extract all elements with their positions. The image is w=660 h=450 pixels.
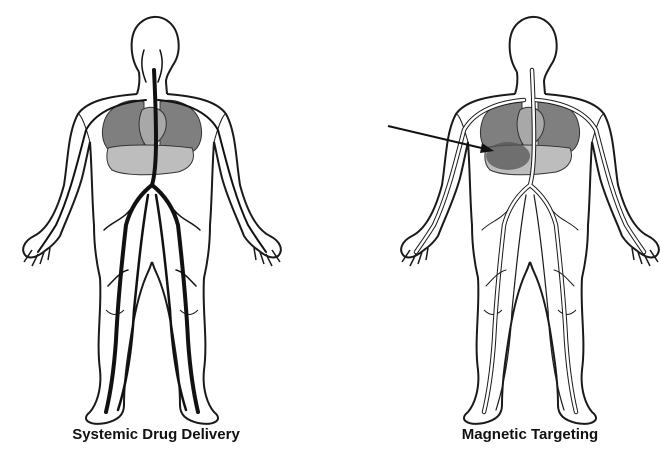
systemic-vessels [38, 50, 266, 412]
caption-systemic-drug-delivery: Systemic Drug Delivery [26, 426, 286, 443]
caption-magnetic-targeting: Magnetic Targeting [400, 426, 660, 443]
target-liver-region [486, 142, 530, 170]
systemic-body-figure [23, 17, 281, 424]
target-arrow [388, 126, 494, 153]
targeting-body-figure [401, 17, 659, 424]
